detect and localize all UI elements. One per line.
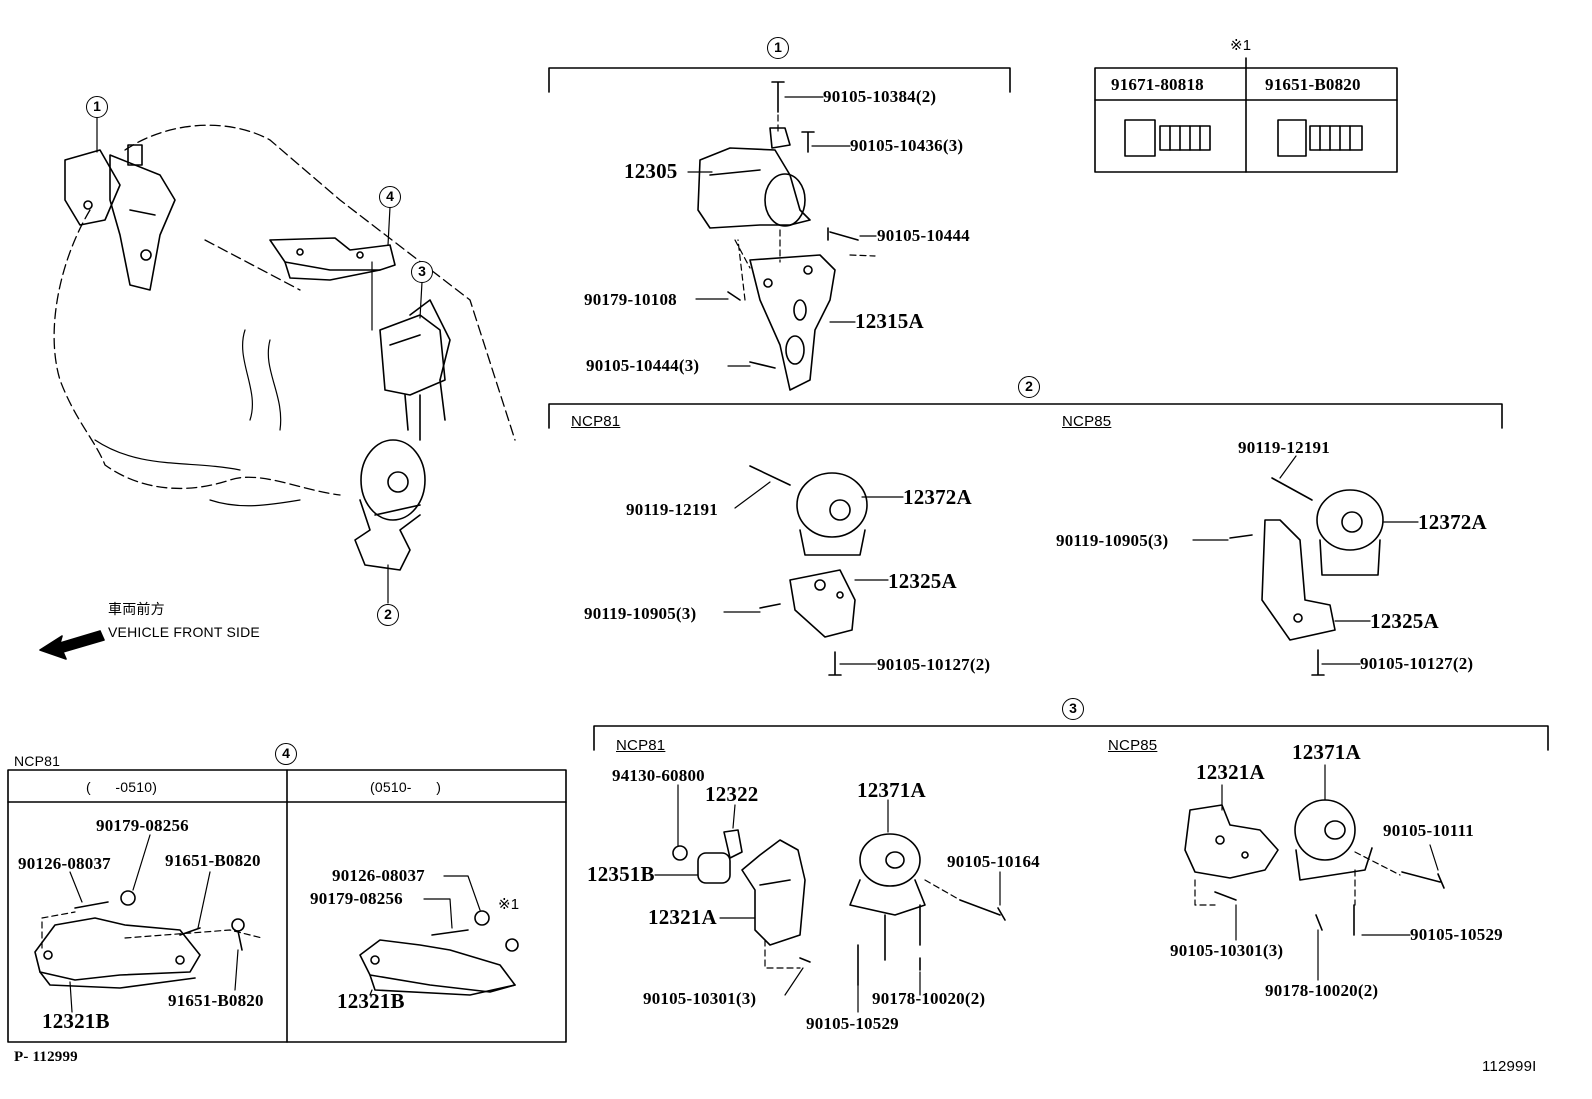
s3-right-12371a: 12371A [1292,740,1361,764]
section2-left-leaders [723,481,904,665]
vehicle-front-en: VEHICLE FRONT SIDE [108,624,260,640]
section3-left-dashed [764,879,961,969]
s2-right-90105-10127: 90105-10127(2) [1360,654,1474,673]
section4-col-left-header: ( -0510) [86,779,158,795]
s4-left-91651-b0820-top: 91651-B0820 [165,851,261,870]
section3-model-ncp85: NCP85 [1108,737,1158,754]
section3-bracket [593,725,1549,751]
s2-left-12325a: 12325A [888,569,957,593]
section3-right-art [1184,799,1445,936]
section2-left-art [749,465,868,676]
s3-right-12321a: 12321A [1196,760,1265,784]
section3-left-leaders [654,784,1001,1013]
section3-right-dashed [1194,851,1401,906]
section1-leaders [687,96,877,367]
s3-right-90105-10529: 90105-10529 [1410,925,1503,944]
s3-right-90178-10020: 90178-10020(2) [1265,981,1379,1000]
mount-2-overview [354,439,426,571]
vehicle-front-arrow [39,630,105,660]
section4-right-art [359,910,519,996]
s3-left-12321a: 12321A [648,905,717,929]
s4-right-12321b: 12321B [337,989,405,1013]
ref-circle-1-section: 1 [767,37,789,59]
s4-left-12321b: 12321B [42,1009,110,1033]
s2-left-90119-10905: 90119-10905(3) [584,604,697,623]
page-code: P- 112999 [14,1049,78,1065]
section1-mount-art [697,127,836,391]
s4-left-90179-08256: 90179-08256 [96,816,189,835]
section3-left-art [672,829,1006,986]
ref-circle-4-overview: 4 [379,186,401,208]
section1-dashed [734,114,876,301]
ref-circle-3-section: 3 [1062,698,1084,720]
mount-4-overview [269,237,396,281]
ref-circle-4-section: 4 [275,743,297,765]
ref-circle-1-overview: 1 [86,96,108,118]
section4-model-ncp81: NCP81 [14,753,61,769]
part-90105-10436: 90105-10436(3) [850,136,964,155]
engine-outline [53,124,516,496]
part-90179-10108: 90179-10108 [584,290,677,309]
s3-left-90105-10301: 90105-10301(3) [643,989,757,1008]
section3-right-leaders [1221,764,1439,981]
note-table-col2: 91651-B0820 [1265,75,1361,94]
s2-right-90119-10905: 90119-10905(3) [1056,531,1169,550]
mount-1-overview [64,144,176,291]
s3-left-12322: 12322 [705,782,759,806]
s4-left-91651-b0820-bottom: 91651-B0820 [168,991,264,1010]
s2-left-90119-12191: 90119-12191 [626,500,718,519]
section2-right-leaders [1192,455,1419,665]
section2-right-art [1229,477,1384,676]
engine-shading [94,329,301,507]
s3-left-94130-60800: 94130-60800 [612,766,705,785]
section1-bracket [548,67,1011,93]
part-90105-10444-single: 90105-10444 [877,226,970,245]
section2-bracket [548,403,1503,429]
section4-col-right-header: (0510- ) [370,779,442,795]
part-90105-10384: 90105-10384(2) [823,87,937,106]
section1-bolts [727,81,859,369]
s2-right-90119-12191: 90119-12191 [1238,438,1330,457]
image-code: 112999I [1482,1058,1537,1075]
s2-right-12372a: 12372A [1418,510,1487,534]
s4-right-90179-08256: 90179-08256 [310,889,403,908]
part-12315a: 12315A [855,309,924,333]
s4-right-note-mark: ※1 [498,896,520,913]
section4-left-dashed [41,911,263,949]
s4-right-90126-08037: 90126-08037 [332,866,425,885]
s3-right-90105-10301: 90105-10301(3) [1170,941,1284,960]
section4-left-art [34,890,245,989]
s3-left-12371a: 12371A [857,778,926,802]
note-mark-1: ※1 [1230,37,1252,54]
s2-left-90105-10127: 90105-10127(2) [877,655,991,674]
section2-model-ncp85: NCP85 [1062,413,1112,430]
ref-circle-2-overview: 2 [377,604,399,626]
ref-circle-3-overview: 3 [411,261,433,283]
note-table-art [1094,57,1398,173]
part-90105-10444-triple: 90105-10444(3) [586,356,700,375]
s2-right-12325a: 12325A [1370,609,1439,633]
s3-left-90105-10529: 90105-10529 [806,1014,899,1033]
section3-model-ncp81: NCP81 [616,737,666,754]
overview-leaders [96,117,423,604]
mount-3-overview [379,299,451,441]
part-12305: 12305 [624,159,678,183]
ref-circle-2-section: 2 [1018,376,1040,398]
s4-left-90126-08037: 90126-08037 [18,854,111,873]
s3-left-90105-10164: 90105-10164 [947,852,1040,871]
section4-left-leaders [69,834,239,1013]
section2-model-ncp81: NCP81 [571,413,621,430]
s3-left-12351b: 12351B [587,862,655,886]
vehicle-front-jp: 車両前方 [108,601,165,617]
section4-right-leaders [369,875,481,996]
s3-left-90178-10020: 90178-10020(2) [872,989,986,1008]
note-table-col1: 91671-80818 [1111,75,1204,94]
s2-left-12372a: 12372A [903,485,972,509]
s3-right-90105-10111: 90105-10111 [1383,821,1474,840]
